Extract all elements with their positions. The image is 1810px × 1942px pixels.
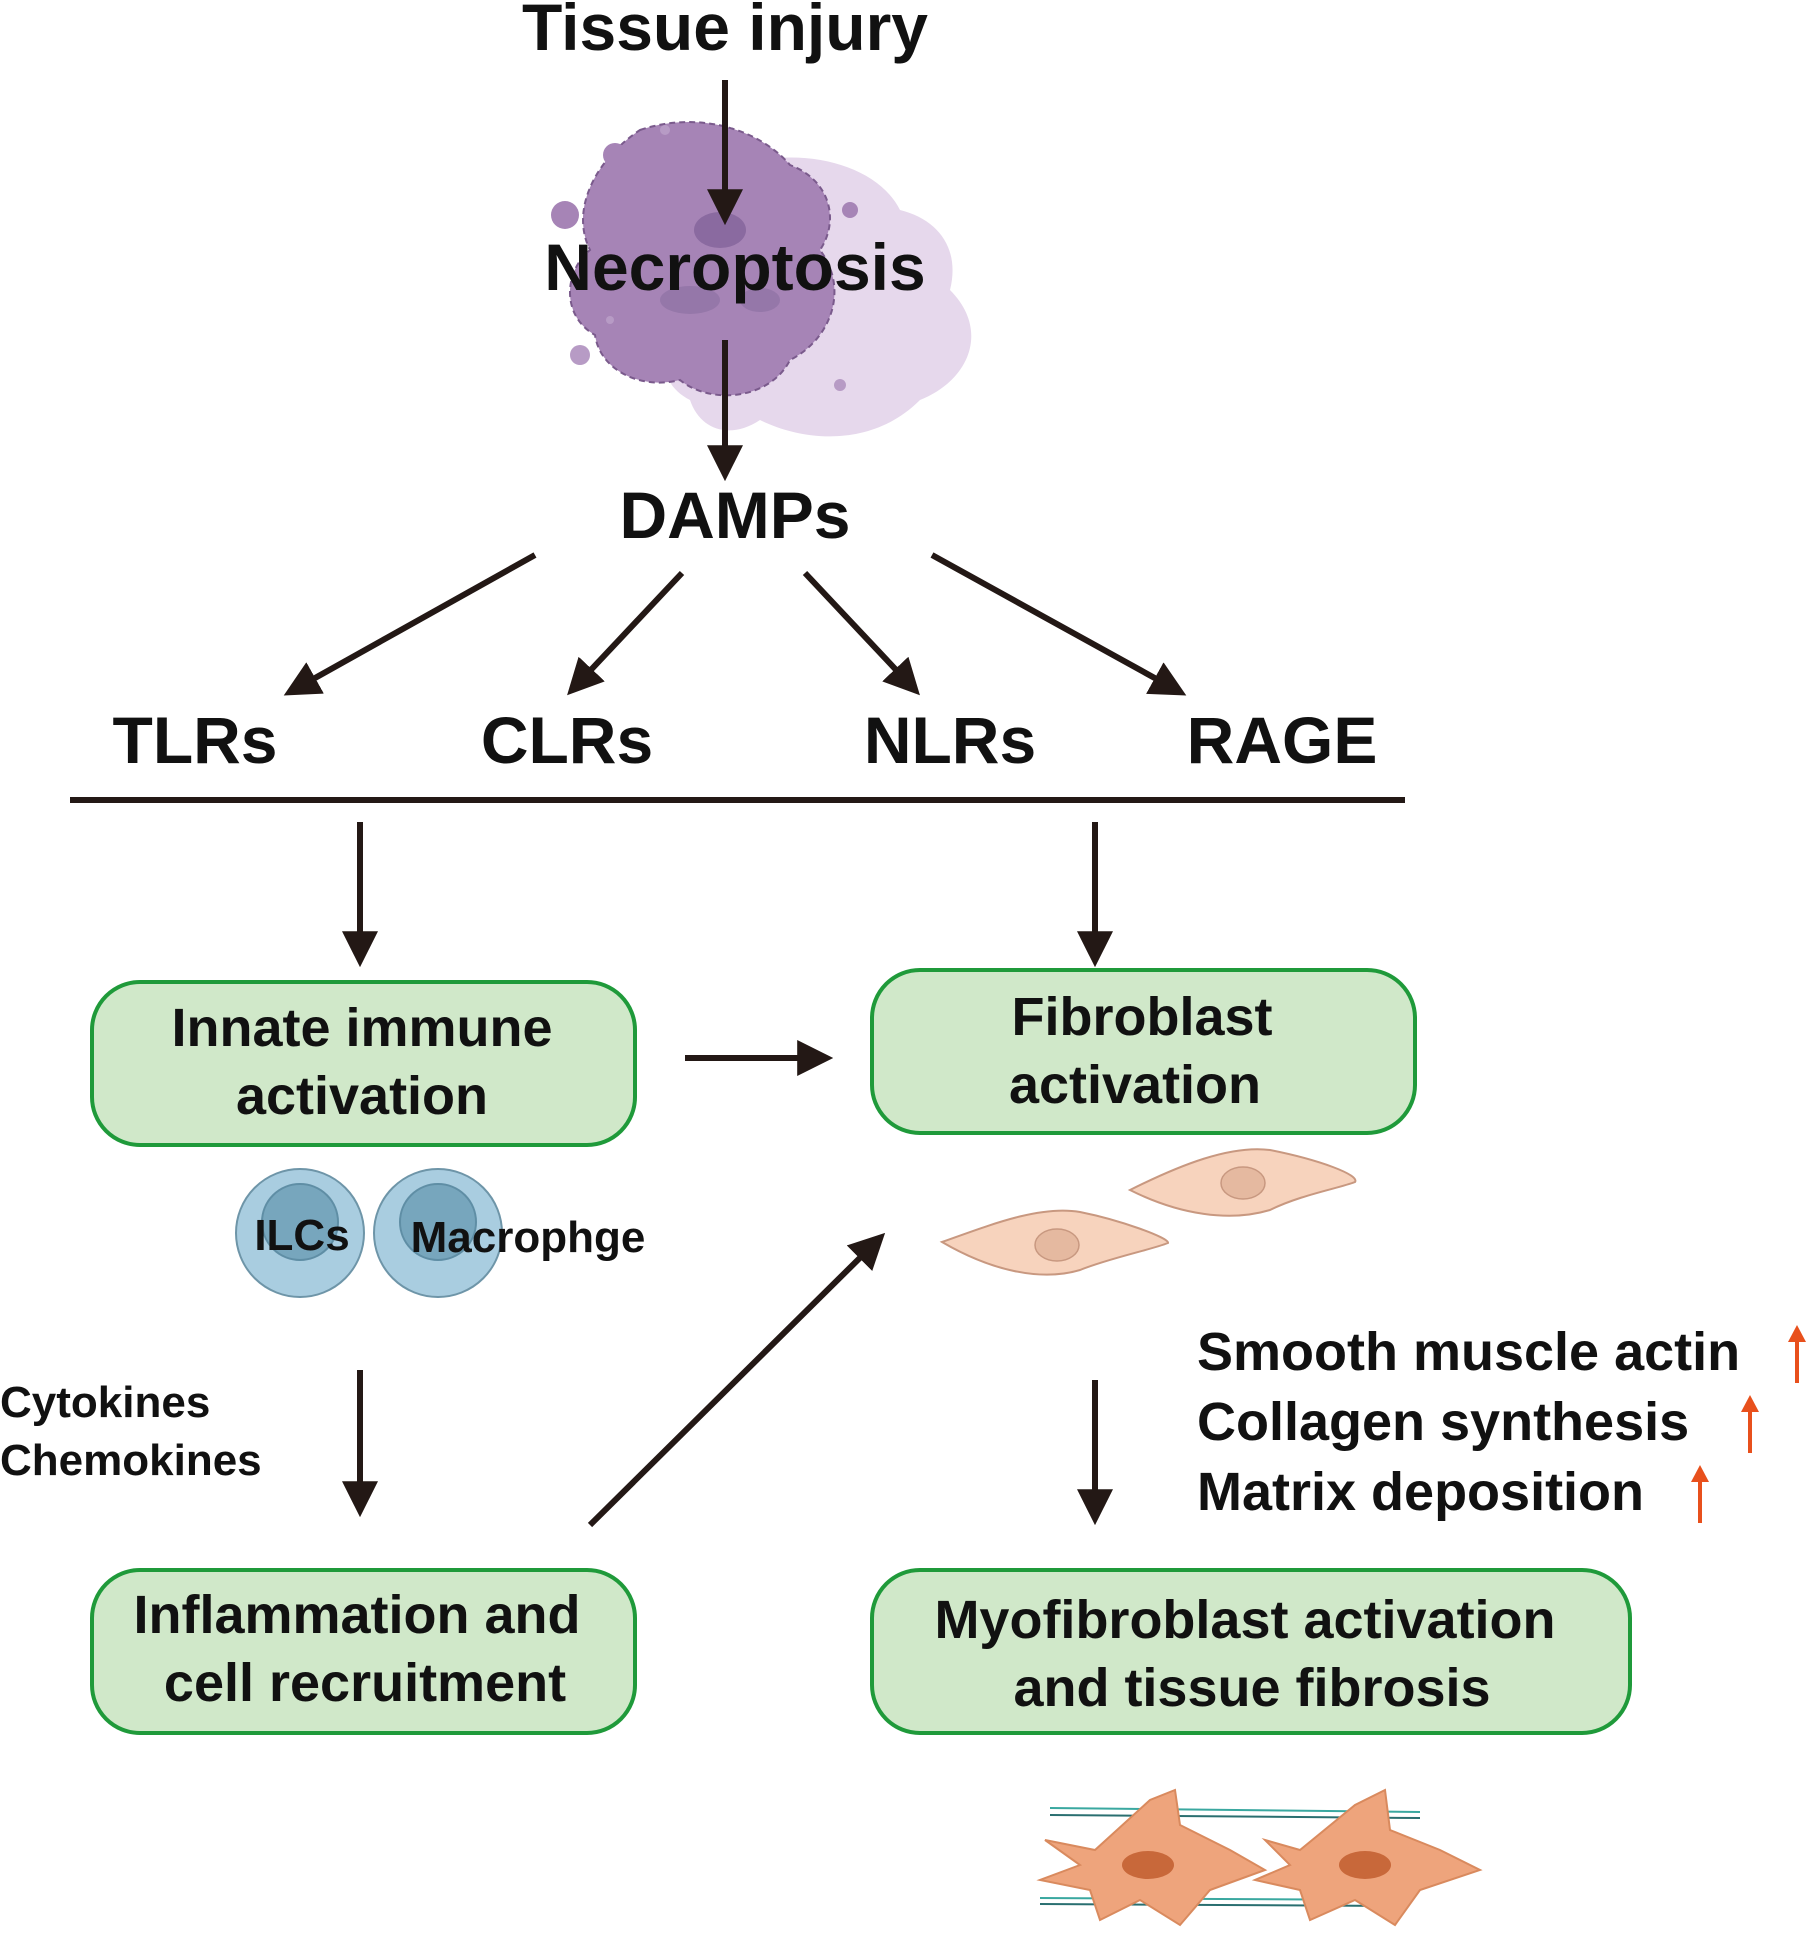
inflammation-line2: cell recruitment <box>164 1653 566 1713</box>
inflammation-box <box>90 1568 637 1735</box>
arrow-damps-nlrs <box>802 570 920 696</box>
fibroblast-activation-box <box>870 968 1417 1135</box>
arrow-damps-rage <box>930 552 1187 696</box>
innate-line2: activation <box>236 1066 488 1126</box>
macrophage-label: Macrophge <box>411 1213 646 1262</box>
up-arrow-icon <box>1691 1325 1806 1523</box>
tlrs-label: TLRs <box>113 703 278 777</box>
nlrs-label: NLRs <box>864 703 1036 777</box>
tissue-injury-label: Tissue injury <box>522 0 928 64</box>
myofibroblast-line1: Myofibroblast activation <box>934 1590 1555 1650</box>
rage-label: RAGE <box>1187 703 1378 777</box>
cytokines-label: Cytokines <box>0 1378 210 1427</box>
arrow-inflammation-fibroblast <box>587 1232 886 1528</box>
immune-cell-icon <box>235 1168 503 1298</box>
clrs-label: CLRs <box>481 703 653 777</box>
innate-line1: Innate immune <box>171 998 552 1058</box>
innate-immune-box <box>90 980 637 1147</box>
myofibroblast-icon <box>1036 1788 1483 1927</box>
necroptosis-label: Necroptosis <box>544 230 925 304</box>
ilcs-label: ILCs <box>254 1211 349 1260</box>
fibroblast-line1: Fibroblast <box>1011 987 1272 1047</box>
myofibroblast-box <box>870 1568 1632 1735</box>
fibroblast-icon <box>939 1148 1357 1276</box>
necrotic-cell-icon <box>551 121 972 437</box>
marker-matrix-deposition: Matrix deposition <box>1197 1462 1644 1522</box>
inflammation-line1: Inflammation and <box>133 1585 580 1645</box>
arrow-damps-clrs <box>567 570 685 696</box>
marker-collagen-synthesis: Collagen synthesis <box>1197 1392 1689 1452</box>
marker-smooth-muscle-actin: Smooth muscle actin <box>1197 1322 1740 1382</box>
fibroblast-line2: activation <box>1009 1055 1261 1115</box>
chemokines-label: Chemokines <box>0 1436 262 1485</box>
myofibroblast-line2: and tissue fibrosis <box>1013 1658 1490 1718</box>
arrow-damps-tlrs <box>283 552 537 696</box>
damps-label: DAMPs <box>619 478 850 552</box>
